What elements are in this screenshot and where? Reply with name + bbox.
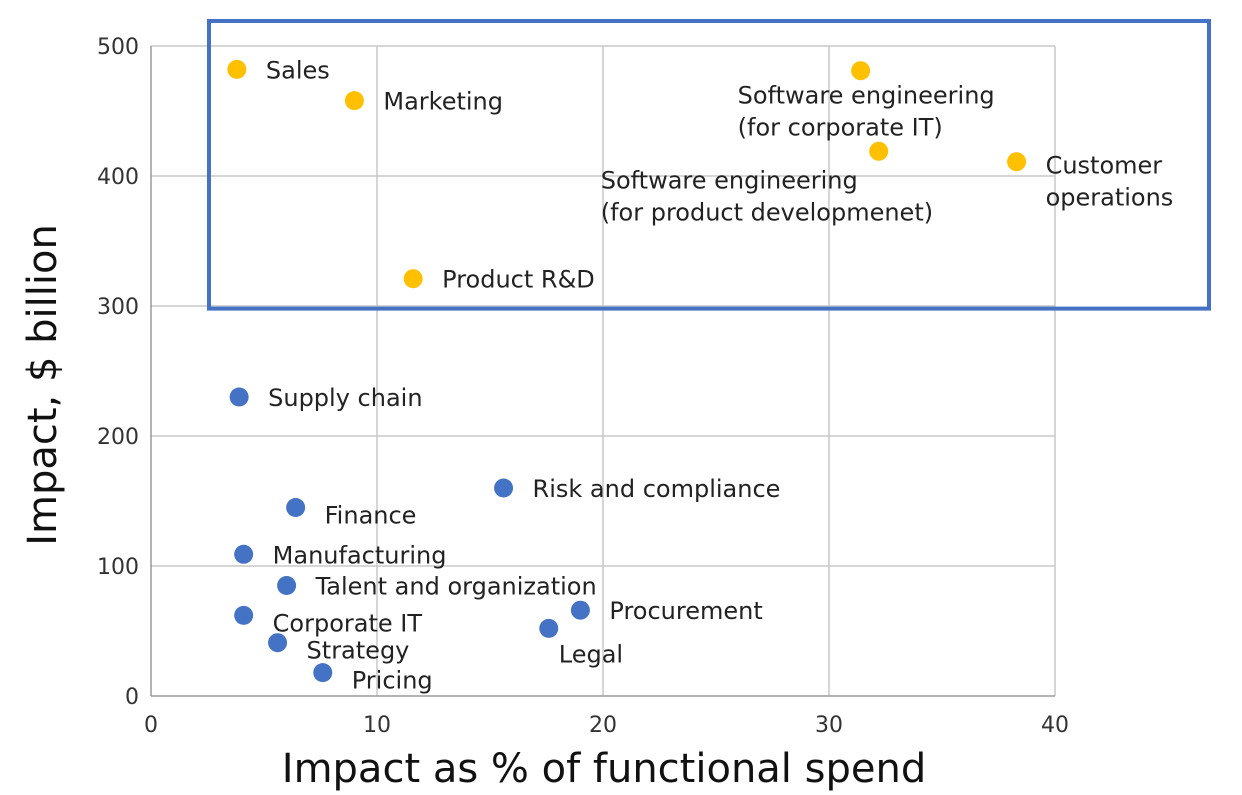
y-tick-label: 400: [97, 165, 139, 190]
point-label-line: Supply chain: [268, 384, 422, 412]
data-point: [268, 633, 288, 653]
data-point: [227, 59, 247, 79]
point-label-line: Finance: [325, 502, 417, 530]
data-point: [234, 544, 254, 564]
point-label-line: Software engineering: [738, 82, 995, 110]
data-point: [869, 141, 889, 161]
point-label: Marketing: [383, 88, 503, 116]
data-point: [494, 478, 514, 498]
data-point: [344, 91, 364, 111]
point-label: Risk and compliance: [533, 475, 781, 503]
data-point: [1007, 152, 1027, 172]
point-label-line: Product R&D: [442, 266, 595, 294]
data-points: [227, 59, 1027, 683]
point-label-line: Pricing: [352, 667, 433, 695]
point-label-line: Manufacturing: [273, 541, 447, 569]
point-label: Customer operations: [1046, 152, 1174, 212]
data-point: [229, 387, 249, 407]
data-point: [403, 269, 423, 289]
point-label: Strategy: [307, 637, 410, 665]
x-tick-label: 40: [1041, 713, 1069, 738]
point-label-line: Legal: [559, 640, 623, 668]
point-label: Product R&D: [442, 266, 595, 294]
x-tick-label: 10: [363, 713, 391, 738]
data-point: [313, 663, 333, 683]
data-point: [277, 576, 297, 595]
point-label: Supply chain: [268, 384, 422, 412]
x-axis-title: Impact as % of functional spend: [282, 746, 926, 792]
point-label: Procurement: [609, 597, 762, 625]
point-label: Software engineering (for corporate IT): [738, 82, 995, 142]
x-tick-label: 20: [589, 713, 617, 738]
point-label: Sales: [266, 56, 330, 84]
y-axis-title: Impact, $ billion: [20, 224, 66, 546]
point-label-line: Software engineering: [601, 166, 858, 194]
point-label-line: Talent and organization: [315, 573, 597, 601]
data-point: [851, 61, 871, 81]
axes: [150, 46, 1055, 697]
point-label-line: operations: [1046, 184, 1174, 212]
data-point: [234, 605, 254, 625]
point-label-line: Risk and compliance: [533, 475, 781, 503]
data-point: [286, 498, 306, 517]
y-tick-label: 0: [125, 685, 139, 710]
point-label-line: (for corporate IT): [738, 114, 943, 142]
y-tick-label: 100: [97, 555, 139, 580]
point-label: Corporate IT: [273, 609, 423, 637]
point-label: Pricing: [352, 667, 433, 695]
grid: [151, 45, 1056, 696]
point-label: Legal: [559, 640, 623, 668]
point-label-line: Marketing: [383, 88, 503, 116]
data-point: [539, 618, 559, 638]
point-label: Talent and organization: [315, 573, 597, 601]
y-tick-label: 500: [97, 35, 139, 60]
point-label-line: Corporate IT: [273, 609, 423, 637]
point-label-line: Strategy: [307, 637, 410, 665]
point-label-line: Procurement: [609, 597, 762, 625]
point-label: Finance: [325, 502, 417, 530]
point-label-line: Sales: [266, 56, 330, 84]
highlight-region: [207, 19, 1211, 311]
x-tick-label: 0: [144, 713, 158, 738]
point-label-line: (for product developmenet): [601, 198, 933, 226]
y-tick-label: 300: [97, 295, 139, 320]
x-tick-label: 30: [815, 713, 843, 738]
point-label-line: Customer: [1046, 152, 1163, 180]
data-point: [570, 600, 590, 620]
point-label: Manufacturing: [273, 541, 447, 569]
y-tick-label: 200: [97, 425, 139, 450]
highlight-box: [207, 19, 1211, 311]
point-label: Software engineering (for product develop…: [601, 166, 933, 226]
